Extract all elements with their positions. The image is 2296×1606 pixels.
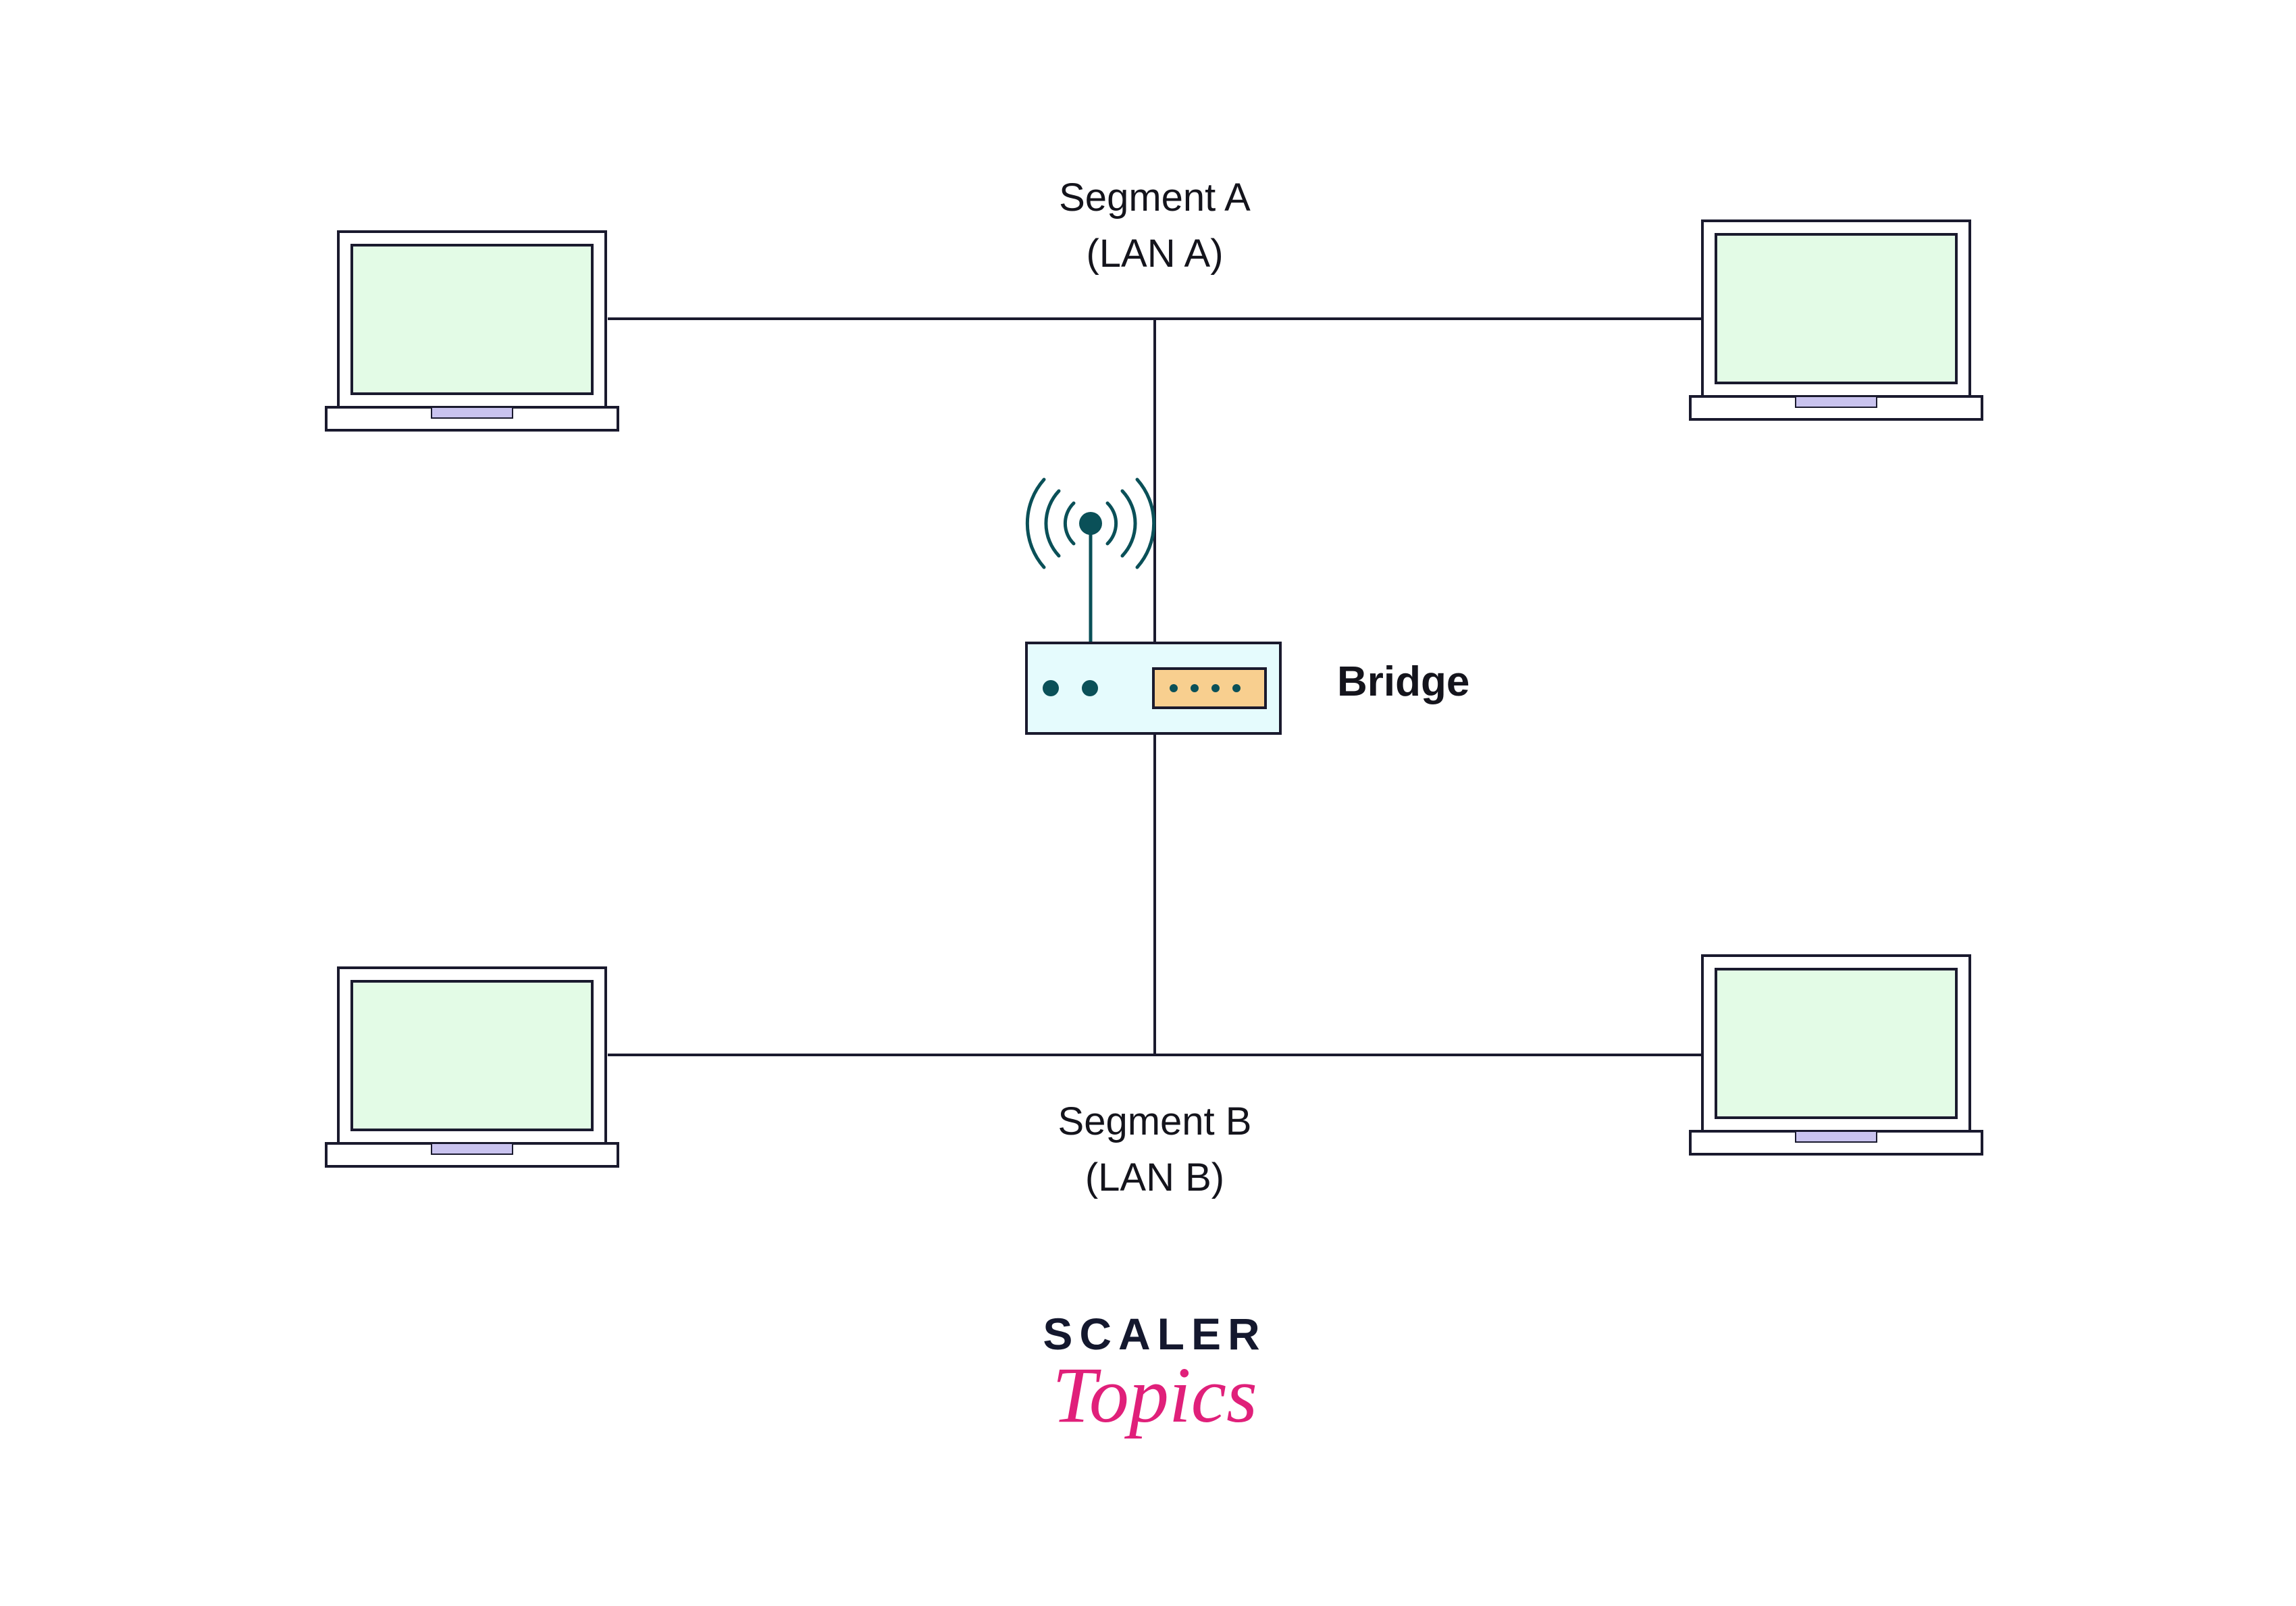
laptop-screen — [1715, 968, 1958, 1119]
port-dot — [1232, 684, 1241, 692]
laptop-screen — [1715, 233, 1958, 384]
network-lines — [608, 317, 1704, 1056]
laptop-screen — [350, 244, 594, 395]
segment-b-label: Segment B — [1058, 1099, 1252, 1143]
signal-waves-icon — [1025, 477, 1156, 569]
status-led-1 — [1043, 680, 1059, 696]
laptop-screen — [350, 980, 594, 1131]
laptop-trackpad — [431, 1143, 513, 1155]
segment-a-sublabel: (LAN A) — [1086, 232, 1223, 276]
laptop-trackpad — [1795, 1131, 1877, 1143]
antenna-tip — [1079, 512, 1102, 535]
laptop-trackpad — [431, 407, 513, 419]
laptop-top-right — [1689, 219, 1983, 421]
laptop-bottom-right — [1689, 954, 1983, 1156]
segment-a-label: Segment A — [1059, 176, 1251, 219]
logo-wordmark-scaler: SCALER — [1043, 1309, 1266, 1359]
scaler-topics-logo: SCALER Topics — [1043, 1309, 1266, 1439]
port-dot — [1170, 684, 1178, 692]
laptop-bottom-left — [325, 966, 619, 1168]
bridge-label: Bridge — [1337, 658, 1469, 705]
port-dot — [1191, 684, 1199, 692]
laptop-top-left — [325, 230, 619, 432]
status-led-2 — [1082, 680, 1098, 696]
segment-b-sublabel: (LAN B) — [1085, 1156, 1224, 1199]
laptop-trackpad — [1795, 396, 1877, 408]
port-dot — [1211, 684, 1220, 692]
bridge-device — [1025, 477, 1282, 735]
logo-wordmark-topics: Topics — [1052, 1351, 1257, 1439]
